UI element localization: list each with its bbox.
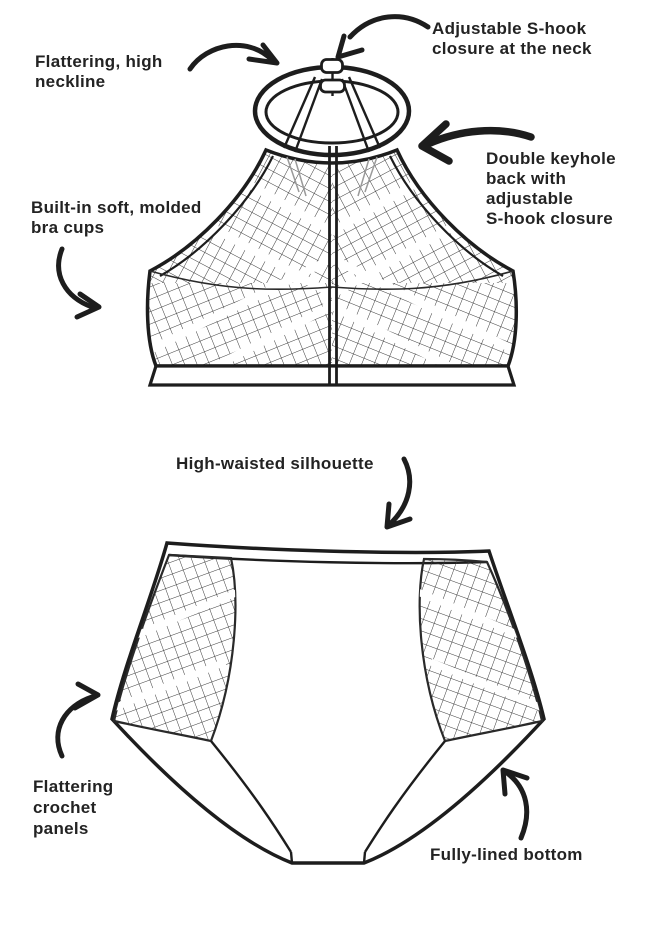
leg-lining-edges [210, 740, 446, 864]
strap-shadow-lines [286, 156, 378, 197]
bra-cups-label: Built-in soft, molded bra cups [31, 198, 202, 237]
center-front-seam [328, 146, 338, 385]
lined-bottom-label: Fully-lined bottom [430, 845, 583, 864]
neckline-label: Flattering, high neckline [35, 52, 163, 91]
neckline-edging-left [159, 155, 274, 277]
neckline-edging-right [389, 155, 504, 277]
s-hook-closure [319, 58, 346, 96]
high-waist-arrow-icon [384, 456, 413, 530]
lined-bottom-arrow-icon [500, 767, 530, 841]
halter-body-outline [145, 147, 519, 368]
bikini-bottom-illustration [110, 541, 546, 865]
crochet-panels-arrow-icon [55, 681, 101, 759]
cup-seam-line [149, 270, 514, 291]
top-hem-band [147, 364, 517, 387]
halter-straps [282, 76, 382, 153]
neck-closure-label: Adjustable S-hook closure at the neck [432, 19, 592, 58]
neckline-arrow-icon [187, 42, 280, 72]
crochet-pattern-top [147, 150, 517, 366]
high-waist-label: High-waisted silhouette [176, 454, 374, 473]
crochet-panels-label: Flattering crochet panels [33, 777, 114, 838]
keyhole-back-label: Double keyhole back with adjustable S-ho… [486, 149, 616, 228]
neck-closure-arrow-icon [335, 14, 431, 60]
bra-cups-arrow-icon [56, 246, 102, 320]
keyhole-arrow-icon [418, 120, 535, 165]
